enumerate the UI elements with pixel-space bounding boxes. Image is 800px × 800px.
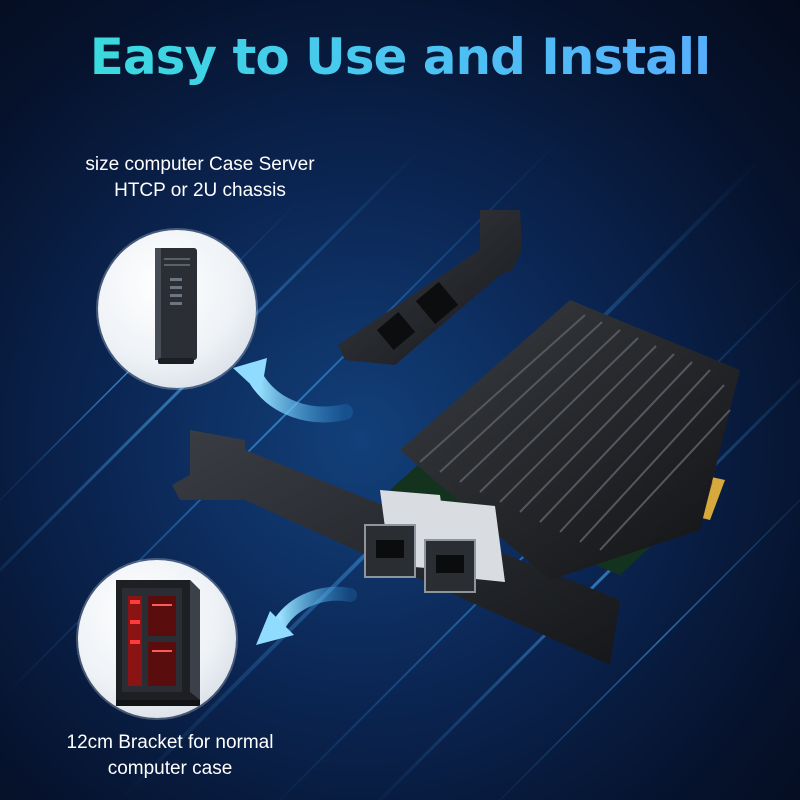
small-case-thumbnail bbox=[98, 230, 256, 388]
caption-small-case-line1: size computer Case Server bbox=[85, 154, 315, 175]
caption-normal-case-line1: 12cm Bracket for normal bbox=[66, 732, 274, 753]
caption-small-case-line2: HTCP or 2U chassis bbox=[114, 180, 286, 201]
network-card-image bbox=[150, 200, 750, 705]
slim-pc-tower-icon bbox=[155, 248, 197, 364]
gaming-pc-tower-icon bbox=[116, 580, 200, 706]
caption-normal-case: 12cm Bracket for normal computer case bbox=[20, 730, 320, 782]
curved-arrow-down-icon bbox=[256, 586, 357, 645]
caption-normal-case-line2: computer case bbox=[107, 758, 233, 779]
network-card-icon bbox=[172, 210, 740, 665]
caption-small-case: size computer Case Server HTCP or 2U cha… bbox=[40, 152, 360, 204]
page-title: Easy to Use and Install bbox=[0, 28, 800, 86]
curved-arrow-up-icon bbox=[233, 358, 353, 423]
normal-case-thumbnail bbox=[78, 560, 236, 718]
